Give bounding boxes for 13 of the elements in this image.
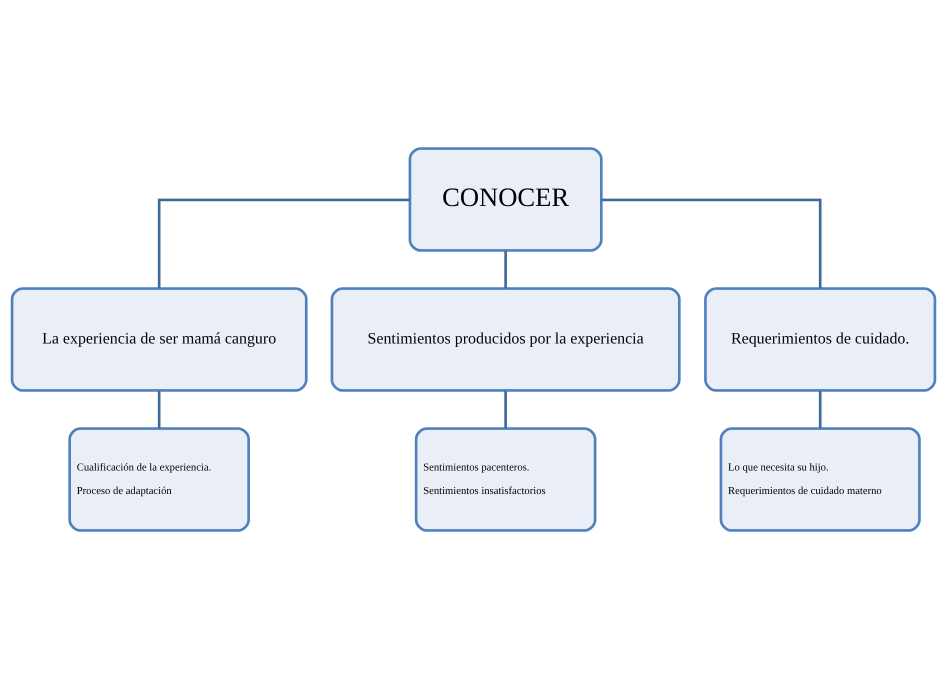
node-box: Requerimientos de cuidado. [704, 287, 936, 392]
connector [504, 390, 507, 428]
node-box: Sentimientos producidos por la experiencia [330, 287, 681, 392]
node-box: CONOCER [408, 147, 603, 252]
connector [504, 250, 507, 288]
node-box: La experiencia de ser mamá canguro [10, 287, 308, 392]
connector [158, 390, 160, 428]
node-box: Cualificación de la experiencia. Proceso de adaptación [68, 427, 250, 532]
connector [158, 198, 410, 288]
connector [818, 390, 822, 428]
node-box: Lo que necesita su hijo. Requerimientos de cuidado materno [720, 427, 921, 532]
node-box: Sentimientos pacenteros. Sentimientos insatisfactorios [414, 427, 596, 532]
connector [602, 198, 822, 288]
